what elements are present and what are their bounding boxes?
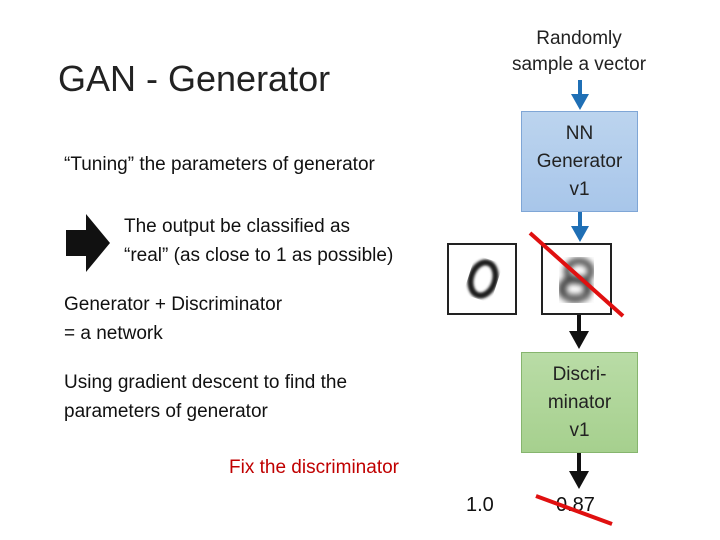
sample-vector-label: Randomly sample a vector [495,26,663,78]
discriminator-label-line3: v1 [569,419,590,441]
generator-box: NN Generator v1 [521,111,638,212]
down-arrow-icon-2 [569,453,589,489]
digit-zero-drawing [467,259,499,299]
red-strike-line-icon [535,494,613,526]
output-line1: The output be classified as [124,216,351,237]
tuning-text: “Tuning” the parameters of generator [64,154,375,175]
red-cross-line-icon [528,231,625,318]
generator-label-line2: Generator [536,150,623,172]
blue-down-arrow-icon [571,80,589,110]
gradient-line2: parameters of generator [64,401,268,422]
output-line2: “real” (as close to 1 as possible) [124,245,394,266]
network-text: Generator + Discriminator = a network [64,290,282,348]
sample-label-line2: sample a vector [511,54,647,75]
discriminator-label-line2: minator [547,391,612,413]
generator-label-line1: NN [565,122,594,144]
slide-title: GAN - Generator [58,58,331,99]
generator-label-line3: v1 [569,178,590,200]
discriminator-score: 0.87 [556,494,595,516]
right-arrow-icon [66,214,110,272]
network-line2: = a network [64,323,163,344]
gradient-line1: Using gradient descent to find the [64,372,348,393]
discriminator-box: Discri- minator v1 [521,352,638,453]
real-digit-image [447,243,517,315]
discriminator-label-line1: Discri- [552,363,607,385]
network-line1: Generator + Discriminator [64,294,283,315]
output-text: The output be classified as “real” (as c… [124,212,393,270]
sample-label-line1: Randomly [536,28,622,49]
down-arrow-icon [569,315,589,349]
blue-down-arrow-icon-2 [571,212,589,242]
fix-discriminator-label: Fix the discriminator [229,457,399,478]
target-value: 1.0 [466,494,494,516]
gradient-text: Using gradient descent to find the param… [64,368,347,426]
blurry-digit-drawing [558,257,595,303]
